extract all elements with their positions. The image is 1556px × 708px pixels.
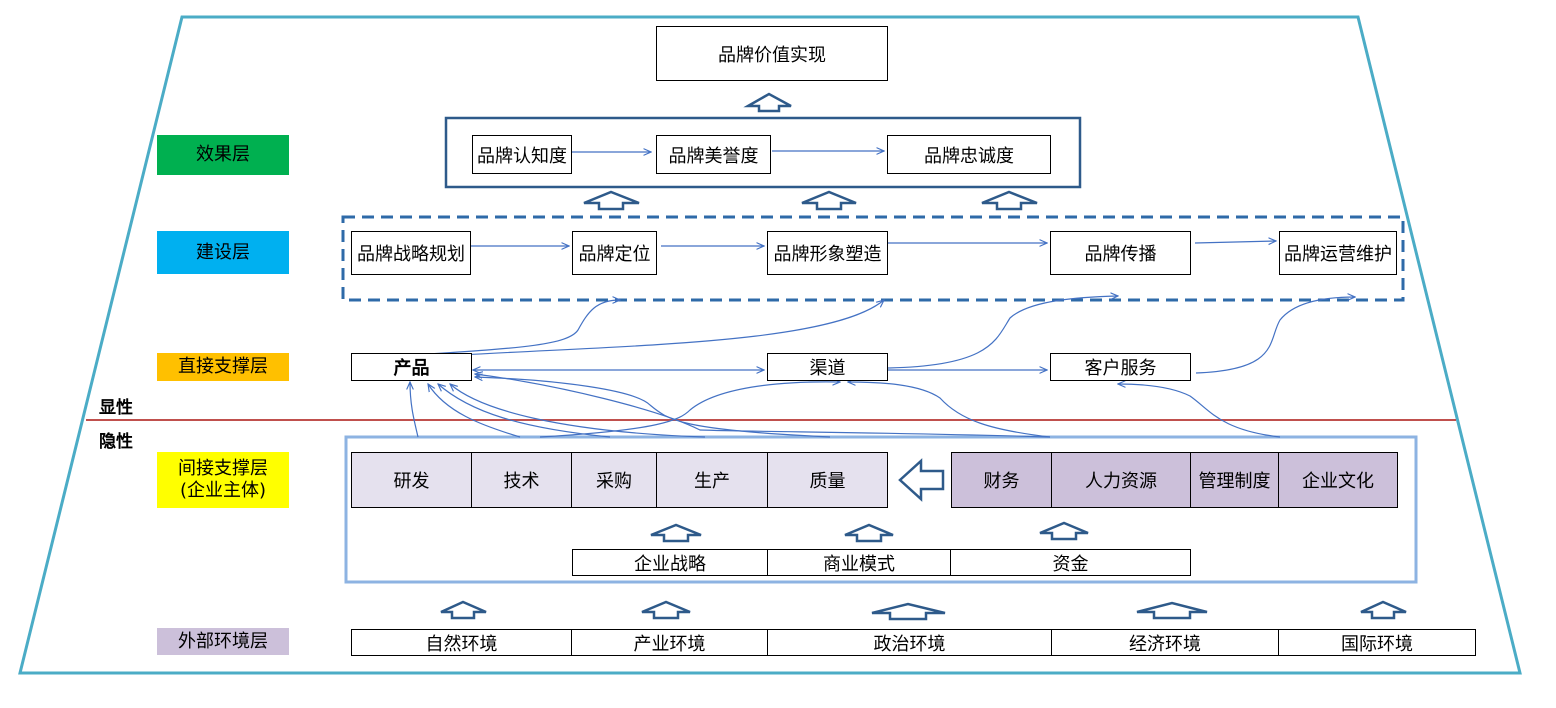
direct-product-box: 产品 — [351, 353, 472, 381]
up-arrow-found-1 — [650, 523, 702, 543]
up-arrow-ext-5 — [1360, 600, 1407, 620]
up-arrow-top — [743, 92, 792, 113]
layer-label-build: 建设层 — [157, 231, 289, 274]
support-left-arrow — [898, 458, 945, 502]
curve-indirect-channel — [539, 382, 840, 438]
up-arrow-ext-3 — [871, 602, 946, 621]
effect-reputation-box: 品牌美誉度 — [656, 135, 771, 174]
curve-production-product — [450, 384, 706, 438]
layer-label-indirect: 间接支撑层 (企业主体) — [157, 452, 289, 508]
layer-label-direct: 直接支撑层 — [157, 353, 289, 381]
build-image-box: 品牌形象塑造 — [767, 231, 888, 275]
curve-culture-channel — [848, 382, 1051, 438]
layer-label-indirect-line2: (企业主体) — [179, 480, 267, 501]
layer-label-external: 外部环境层 — [157, 628, 289, 655]
curve-service-operation — [1195, 297, 1355, 374]
curve-finance-product — [475, 374, 1051, 438]
indirect-purchase-cell: 采购 — [572, 452, 657, 508]
layer-label-indirect-line1: 间接支撑层 — [178, 458, 268, 479]
indirect-quality-cell: 质量 — [768, 452, 888, 508]
curve-tech-product — [428, 384, 521, 438]
up-arrow-effect-3 — [981, 190, 1038, 211]
brand-value-box: 品牌价值实现 — [656, 26, 888, 81]
effect-loyalty-box: 品牌忠诚度 — [887, 135, 1051, 174]
up-arrow-ext-2 — [641, 600, 691, 620]
foundation-capital-cell: 资金 — [951, 549, 1191, 576]
curve-quality-product — [475, 377, 831, 438]
indirect-rd-cell: 研发 — [351, 452, 472, 508]
indirect-hr-cell: 人力资源 — [1052, 452, 1191, 508]
indirect-production-cell: 生产 — [657, 452, 768, 508]
indirect-management-cell: 管理制度 — [1191, 452, 1279, 508]
external-natural-cell: 自然环境 — [351, 629, 572, 656]
up-arrow-effect-1 — [583, 190, 640, 211]
direct-channel-box: 渠道 — [767, 353, 888, 381]
effect-awareness-box: 品牌认知度 — [472, 135, 572, 174]
foundation-strategy-cell: 企业战略 — [572, 549, 768, 576]
indirect-container — [344, 435, 1418, 584]
external-economic-cell: 经济环境 — [1052, 629, 1279, 656]
build-operation-box: 品牌运营维护 — [1279, 231, 1397, 275]
implicit-label: 隐性 — [99, 432, 133, 452]
external-international-cell: 国际环境 — [1279, 629, 1476, 656]
pyramid-frame — [18, 15, 1522, 675]
build-arrow-4 — [1194, 241, 1276, 243]
up-arrow-found-2 — [844, 523, 894, 543]
effect-container — [444, 116, 1082, 189]
indirect-tech-cell: 技术 — [472, 452, 572, 508]
build-strategy-box: 品牌战略规划 — [351, 231, 471, 275]
curve-culture-service — [1118, 384, 1281, 438]
build-communication-box: 品牌传播 — [1050, 231, 1191, 275]
up-arrow-effect-2 — [801, 190, 857, 211]
curve-channel-communication — [887, 296, 1118, 369]
external-political-cell: 政治环境 — [768, 629, 1052, 656]
curve-rd-product — [410, 382, 419, 438]
explicit-label: 显性 — [99, 398, 133, 418]
build-positioning-box: 品牌定位 — [572, 231, 657, 275]
build-container — [341, 215, 1405, 302]
indirect-culture-cell: 企业文化 — [1279, 452, 1398, 508]
up-arrow-ext-1 — [440, 600, 487, 620]
curve-product-positioning — [427, 300, 620, 355]
curve-product-image — [444, 300, 884, 357]
indirect-finance-cell: 财务 — [951, 452, 1052, 508]
curve-purchase-product — [438, 384, 611, 438]
layer-label-effect: 效果层 — [157, 135, 289, 175]
foundation-model-cell: 商业模式 — [768, 549, 951, 576]
direct-service-box: 客户服务 — [1050, 353, 1191, 381]
up-arrow-ext-4 — [1136, 601, 1208, 620]
up-arrow-found-3 — [1039, 521, 1089, 541]
external-industry-cell: 产业环境 — [572, 629, 768, 656]
